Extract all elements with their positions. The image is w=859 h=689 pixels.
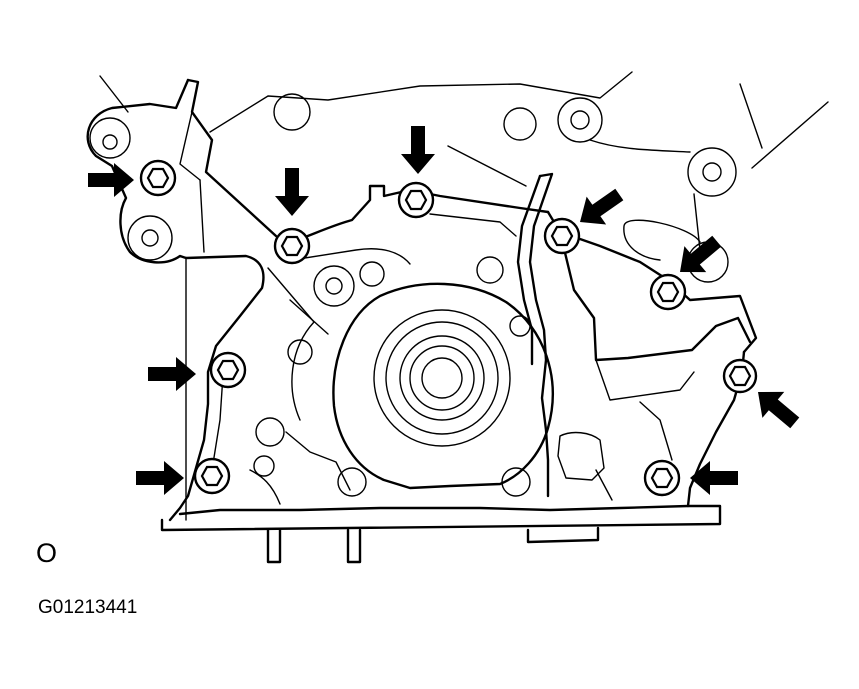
bolt-top-right — [543, 217, 581, 255]
arrow-right-middle — [758, 391, 800, 429]
arrow-left-lower — [136, 461, 184, 495]
arrow-right-lower — [690, 461, 738, 495]
arrow-top-center — [401, 126, 435, 174]
arrow-left-middle — [148, 357, 196, 391]
figure-code: G01213441 — [38, 597, 138, 618]
bolt-left-middle — [209, 351, 247, 389]
bolt-right-upper — [649, 273, 687, 311]
bolt-left-lower — [193, 457, 231, 495]
view-label: O — [36, 538, 58, 568]
bolt-right-lower — [643, 459, 681, 497]
arrow-right-upper — [680, 235, 722, 273]
arrow-upper-left-bracket — [88, 163, 134, 197]
engine-block-outline — [99, 71, 829, 521]
arrow-top-left — [275, 168, 309, 216]
bolt-bracket — [139, 159, 177, 197]
bolt-top-left — [273, 227, 311, 265]
bolt-top-center — [397, 181, 435, 219]
arrow-top-right — [580, 188, 624, 225]
pump-rotor-housing — [332, 282, 554, 490]
alternator-bracket — [86, 78, 288, 264]
bolt-right-middle — [722, 358, 758, 394]
